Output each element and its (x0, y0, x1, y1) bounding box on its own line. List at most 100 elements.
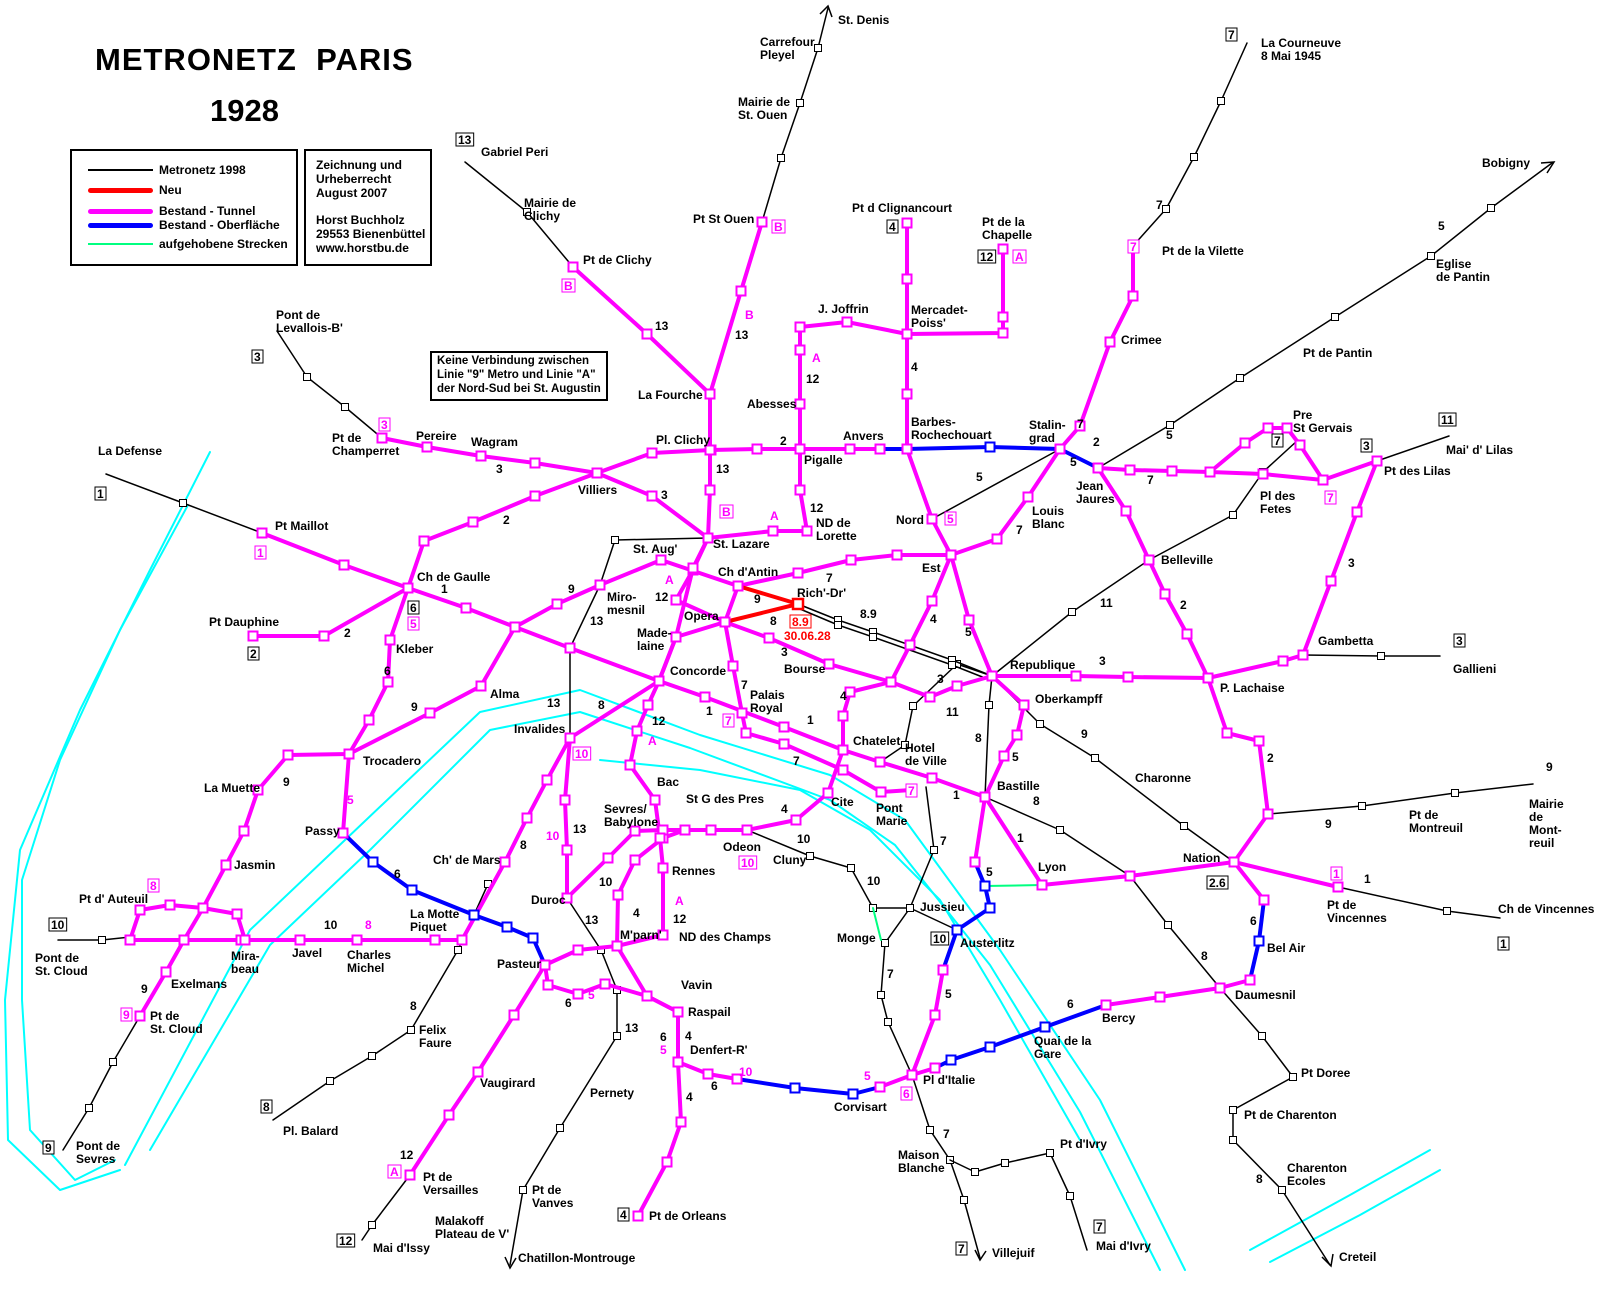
station-marker[interactable] (160, 966, 172, 978)
station-marker[interactable] (705, 824, 717, 836)
station-marker[interactable] (979, 791, 991, 803)
station-marker[interactable] (1018, 699, 1030, 711)
station-marker[interactable] (837, 764, 849, 776)
station-marker[interactable] (632, 1210, 644, 1222)
station-marker[interactable] (756, 216, 768, 228)
station-marker[interactable] (475, 450, 487, 462)
station-marker[interactable] (1011, 729, 1023, 741)
station-marker[interactable] (499, 856, 511, 868)
station-marker[interactable] (256, 527, 268, 539)
station-label[interactable]: Belleville (1161, 553, 1213, 567)
station-marker[interactable] (164, 899, 176, 911)
station-label[interactable]: Mai d'Issy (373, 1241, 430, 1255)
station-label[interactable]: La Defense (98, 444, 162, 458)
station-marker[interactable] (702, 532, 714, 544)
station-marker[interactable] (904, 639, 916, 651)
station-label[interactable]: Ch d'Antin (718, 565, 778, 579)
station-marker[interactable] (1253, 735, 1265, 747)
station-marker[interactable] (740, 727, 752, 739)
station-marker[interactable] (404, 1169, 416, 1181)
station-marker[interactable] (134, 904, 146, 916)
station-marker[interactable] (282, 749, 294, 761)
station-marker[interactable] (1351, 506, 1363, 518)
station-label[interactable]: Mai d'Ivry (1096, 1239, 1151, 1253)
station-label[interactable]: Austerlitz (960, 936, 1015, 950)
station-marker[interactable] (197, 902, 209, 914)
station-marker[interactable] (1100, 999, 1112, 1011)
station-label[interactable]: Trocadero (363, 754, 421, 768)
station-marker[interactable] (529, 490, 541, 502)
station-marker[interactable] (794, 398, 806, 410)
station-label[interactable]: Pt Maillot (275, 519, 328, 533)
station-marker[interactable] (641, 328, 653, 340)
station-marker[interactable] (1181, 628, 1193, 640)
station-label[interactable]: Pt de Orleans (649, 1209, 727, 1223)
station-marker[interactable] (572, 944, 584, 956)
station-label[interactable]: Anvers (843, 429, 884, 443)
station-label[interactable]: Bourse (784, 662, 826, 676)
station-marker[interactable] (901, 388, 913, 400)
station-marker[interactable] (901, 273, 913, 285)
station-marker[interactable] (844, 443, 856, 455)
station-label[interactable]: Invalides (514, 722, 566, 736)
station-label[interactable]: Pigalle (804, 453, 843, 467)
station-label[interactable]: Charonne (1135, 771, 1191, 785)
station-label[interactable]: Pt d'Ivry (1060, 1137, 1107, 1151)
station-marker[interactable] (1277, 655, 1289, 667)
station-marker[interactable] (998, 750, 1010, 762)
station-label[interactable]: M'parn' (620, 928, 662, 942)
station-marker[interactable] (906, 1069, 918, 1081)
station-marker[interactable] (1281, 422, 1293, 434)
station-label[interactable]: Pt St Ouen (693, 212, 754, 226)
station-marker[interactable] (231, 908, 243, 920)
station-marker[interactable] (429, 934, 441, 946)
station-marker[interactable] (220, 859, 232, 871)
station-marker[interactable] (649, 794, 661, 806)
station-marker[interactable] (951, 680, 963, 692)
station-label[interactable]: Creteil (1339, 1250, 1376, 1264)
station-marker[interactable] (1120, 505, 1132, 517)
station-marker[interactable] (704, 484, 716, 496)
station-marker[interactable] (874, 1081, 886, 1093)
station-label[interactable]: Cite (831, 795, 854, 809)
station-marker[interactable] (687, 562, 699, 574)
station-marker[interactable] (1054, 443, 1066, 455)
station-marker[interactable] (984, 902, 996, 914)
station-label[interactable]: Pt Doree (1301, 1066, 1351, 1080)
station-label[interactable]: Mai' d' Lilas (1446, 443, 1513, 457)
station-marker[interactable] (1244, 974, 1256, 986)
station-label[interactable]: Pl d'Italie (923, 1073, 976, 1087)
station-marker[interactable] (551, 598, 563, 610)
station-marker[interactable] (1262, 808, 1274, 820)
station-label[interactable]: Pt de Charenton (1244, 1108, 1337, 1122)
station-marker[interactable] (572, 988, 584, 1000)
station-marker[interactable] (874, 443, 886, 455)
station-label[interactable]: Nation (1183, 851, 1220, 865)
station-marker[interactable] (891, 549, 903, 561)
station-label[interactable]: Miro-mesnil (607, 590, 645, 617)
station-marker[interactable] (1074, 420, 1086, 432)
station-marker[interactable] (1124, 464, 1136, 476)
station-marker[interactable] (984, 1041, 996, 1053)
station-label[interactable]: Gallieni (1453, 662, 1496, 676)
station-marker[interactable] (951, 924, 963, 936)
station-label[interactable]: Javel (292, 946, 322, 960)
station-marker[interactable] (611, 940, 623, 952)
station-marker[interactable] (567, 261, 579, 273)
station-label[interactable]: Opera (684, 609, 719, 623)
station-marker[interactable] (655, 554, 667, 566)
station-label[interactable]: La Muette (204, 781, 260, 795)
station-marker[interactable] (945, 1054, 957, 1066)
station-label[interactable]: Bastille (997, 779, 1040, 793)
station-marker[interactable] (672, 1056, 684, 1068)
station-marker[interactable] (318, 630, 330, 642)
